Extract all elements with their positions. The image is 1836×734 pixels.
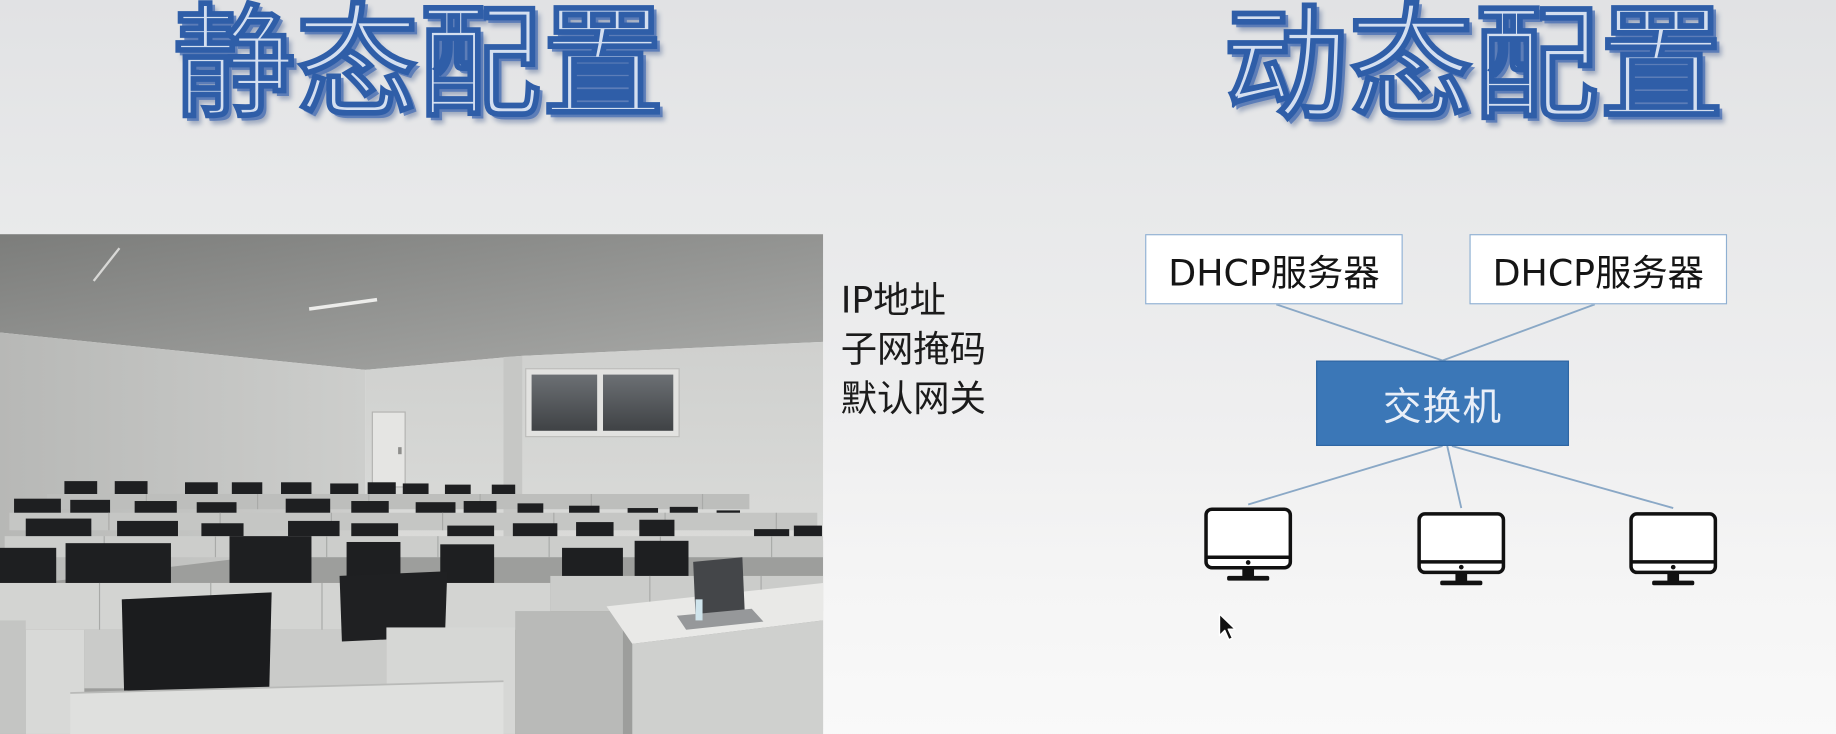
lab-monitor bbox=[229, 536, 312, 583]
lab-monitor bbox=[440, 544, 495, 585]
window-pane bbox=[531, 374, 598, 431]
mouse-pointer-icon bbox=[1218, 613, 1237, 641]
lab-monitor bbox=[367, 482, 396, 498]
laptop bbox=[693, 557, 745, 616]
desk-partition bbox=[0, 620, 26, 734]
connector-line bbox=[1451, 445, 1674, 509]
lab-monitor bbox=[634, 540, 689, 583]
monitor-icon bbox=[1417, 512, 1506, 586]
static-config-item-subnet-mask: 子网掩码 bbox=[840, 328, 986, 372]
window bbox=[525, 368, 680, 438]
monitor-icon bbox=[1629, 512, 1718, 586]
lab-monitor bbox=[339, 571, 448, 642]
dhcp-server-box: DHCP服务器 bbox=[1469, 234, 1728, 305]
connector-line bbox=[1446, 445, 1463, 509]
ceiling bbox=[0, 234, 824, 370]
desk-partition bbox=[70, 681, 504, 734]
static-config-item-default-gateway: 默认网关 bbox=[840, 378, 986, 421]
lab-monitor bbox=[0, 547, 57, 586]
connector-line bbox=[1247, 445, 1443, 506]
water-bottle bbox=[695, 599, 703, 621]
static-config-items: IP地址 子网掩码 默认网关 bbox=[841, 276, 986, 423]
connector-line bbox=[1442, 303, 1596, 362]
lab-monitor bbox=[231, 482, 263, 498]
monitor-icon bbox=[1204, 507, 1293, 581]
lab-monitor bbox=[281, 482, 312, 498]
dhcp-server-label: DHCP服务器 bbox=[1492, 252, 1704, 295]
static-config-title: 静态配置 bbox=[172, 0, 666, 135]
back-wall bbox=[365, 341, 824, 544]
static-config-item-ip-address: IP地址 bbox=[840, 279, 946, 322]
desk-partition bbox=[515, 611, 623, 734]
lab-monitor bbox=[64, 481, 98, 498]
lab-monitor bbox=[185, 482, 218, 498]
switch-box: 交换机 bbox=[1316, 360, 1570, 446]
dhcp-server-label: DHCP服务器 bbox=[1168, 252, 1380, 295]
lab-monitor bbox=[114, 481, 148, 498]
computer-lab-photo bbox=[0, 234, 824, 734]
ceiling-light bbox=[308, 297, 378, 311]
desk-rows bbox=[0, 481, 824, 734]
door bbox=[371, 411, 406, 488]
lab-monitor bbox=[121, 592, 272, 693]
switch-label: 交换机 bbox=[1382, 383, 1503, 430]
desk-partition bbox=[0, 582, 551, 630]
ceiling-light bbox=[92, 247, 121, 282]
door-handle bbox=[398, 447, 402, 455]
connector-line bbox=[1275, 303, 1443, 362]
desk-edge bbox=[70, 680, 504, 694]
dynamic-config-title: 动态配置 bbox=[1223, 0, 1725, 137]
dhcp-server-box: DHCP服务器 bbox=[1145, 234, 1403, 305]
window-pane bbox=[603, 374, 674, 431]
desk-partition bbox=[632, 620, 824, 734]
lab-monitor bbox=[639, 519, 675, 541]
